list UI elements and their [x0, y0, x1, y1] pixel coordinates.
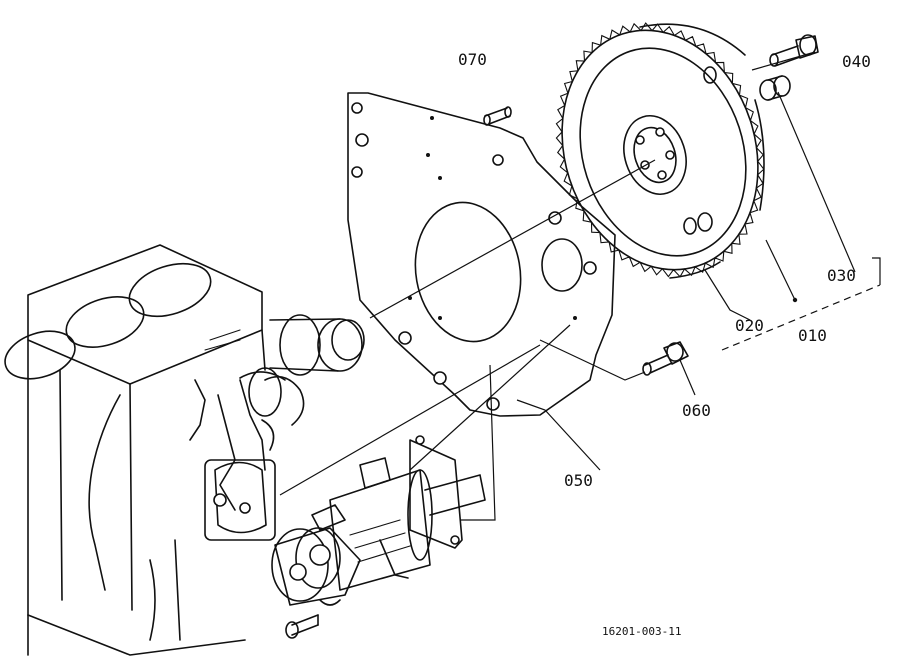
callout-070: 070 — [458, 50, 487, 69]
assembly-lines — [279, 159, 656, 521]
flywheel-020 — [555, 22, 765, 279]
callout-030: 030 — [827, 266, 856, 285]
starter-motor — [271, 435, 486, 606]
flywheel-bolt-040 — [769, 34, 819, 67]
crankshaft — [239, 314, 365, 451]
bushing-030 — [759, 75, 791, 101]
callout-010: 010 — [798, 326, 827, 345]
dowel-pin-070 — [483, 106, 512, 126]
end-plate-050 — [347, 92, 616, 417]
callout-020: 020 — [735, 316, 764, 335]
callout-040: 040 — [842, 52, 871, 71]
starter-mounting-bolt — [285, 614, 319, 639]
leader-lines — [516, 51, 881, 471]
reference-code: 16201-003-11 — [602, 625, 681, 638]
callout-050: 050 — [564, 471, 593, 490]
callout-060: 060 — [682, 401, 711, 420]
plate-bolt-060 — [642, 341, 689, 376]
callout-labels: 070 040 030 020 010 060 050 16201-003-11 — [458, 50, 871, 638]
engine-block — [4, 244, 276, 656]
